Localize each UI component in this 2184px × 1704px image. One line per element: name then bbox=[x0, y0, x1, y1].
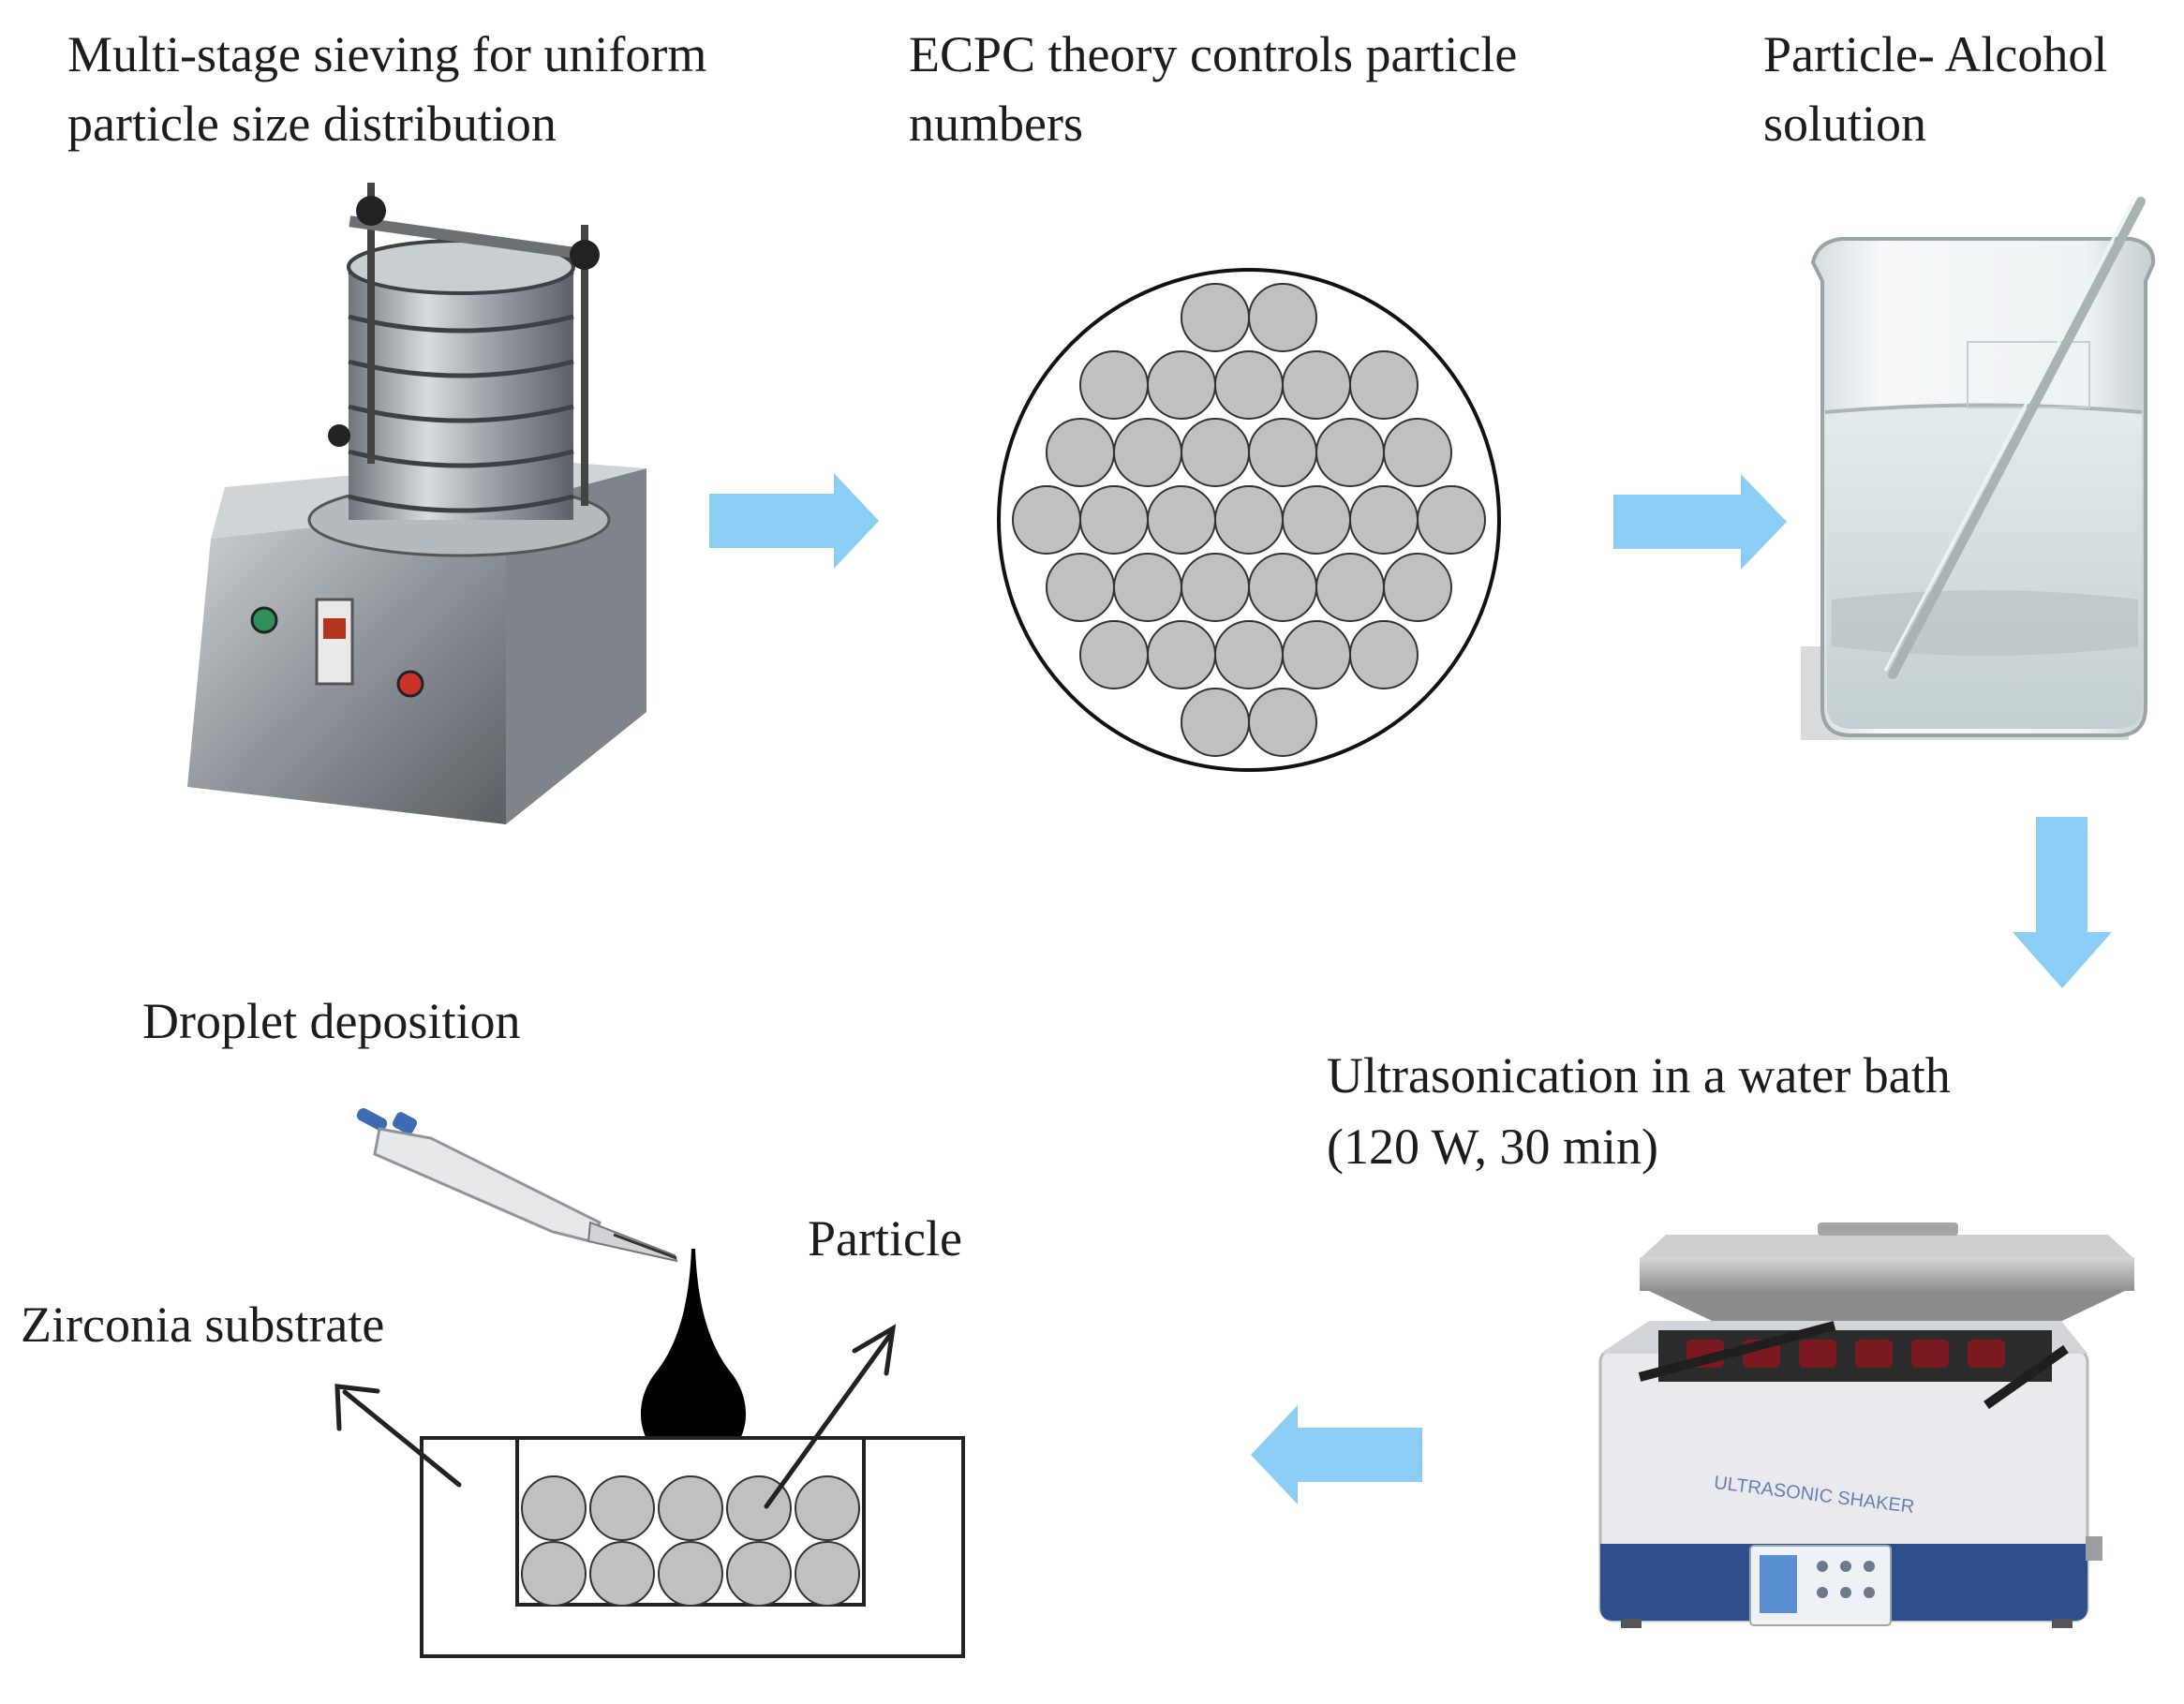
ecpc-caption-line2: numbers bbox=[909, 96, 1083, 152]
ecpc-particle bbox=[1248, 283, 1317, 352]
ecpc-particle bbox=[1046, 418, 1115, 487]
ecpc-particle bbox=[1214, 485, 1284, 555]
ecpc-particle bbox=[1181, 283, 1250, 352]
bath-handle-right bbox=[1983, 1344, 2069, 1410]
ecpc-particle bbox=[1113, 553, 1182, 622]
well-particle bbox=[726, 1541, 792, 1607]
sieving-caption-line2: particle size distribution bbox=[67, 96, 557, 152]
beaker-liquid bbox=[1825, 405, 2142, 729]
well-particle bbox=[589, 1475, 655, 1541]
pipette-needle bbox=[613, 1233, 677, 1260]
ecpc-particle bbox=[1282, 485, 1351, 555]
pipette-button bbox=[392, 1112, 418, 1134]
ecpc-particle bbox=[1181, 688, 1250, 757]
deposition-caption: Droplet deposition bbox=[142, 993, 521, 1049]
particle-label: Particle bbox=[808, 1210, 962, 1267]
glass-rod bbox=[1888, 197, 2146, 679]
zirconia-substrate-label: Zirconia substrate bbox=[21, 1297, 385, 1353]
lid-handle bbox=[1818, 1222, 1958, 1236]
sieve-shaker-device bbox=[187, 183, 646, 824]
bath-handle-left bbox=[1638, 1321, 1836, 1382]
sediment-band bbox=[1832, 590, 2138, 656]
arrow-right-icon-1 bbox=[709, 473, 879, 569]
green-button-icon bbox=[250, 606, 278, 634]
solution-caption-line2: solution bbox=[1763, 96, 1927, 152]
red-button-icon bbox=[396, 670, 424, 698]
well-particle bbox=[658, 1541, 723, 1607]
clamp-rod-right bbox=[581, 225, 588, 506]
shaker-base-side bbox=[506, 468, 646, 824]
substrate-pointer-arrow bbox=[334, 1384, 462, 1488]
well-particles bbox=[521, 1475, 860, 1607]
ecpc-particle bbox=[1012, 485, 1081, 555]
liquid-surface bbox=[1824, 403, 2143, 414]
droplet-icon bbox=[640, 1249, 747, 1467]
well-particle bbox=[521, 1475, 587, 1541]
sieve-stack bbox=[349, 267, 573, 520]
arrow-left-icon bbox=[1251, 1405, 1422, 1504]
ecpc-particle bbox=[1282, 620, 1351, 689]
pipette-body bbox=[373, 1127, 602, 1243]
ecpc-particles bbox=[1012, 283, 1486, 757]
shaker-display-screen bbox=[323, 618, 346, 639]
bath-foot-left bbox=[1621, 1619, 1642, 1628]
control-buttons bbox=[1817, 1561, 1875, 1598]
well-particle bbox=[658, 1475, 723, 1541]
ecpc-particle bbox=[1046, 553, 1115, 622]
clamp-knob-right bbox=[570, 240, 600, 270]
clamp-knob-left bbox=[356, 196, 386, 226]
ultrasonication-caption-line1: Ultrasonication in a water bath bbox=[1327, 1047, 1951, 1104]
ecpc-particle bbox=[1315, 553, 1385, 622]
well-particle bbox=[589, 1541, 655, 1607]
ultrasonication-caption-line2: (120 W, 30 min) bbox=[1327, 1119, 1659, 1175]
ecpc-particle bbox=[1147, 350, 1216, 420]
ecpc-particle bbox=[1417, 485, 1486, 555]
clamp-rod-left bbox=[367, 183, 375, 464]
ecpc-particle bbox=[1113, 418, 1182, 487]
ultrasonic-shaker-device: ULTRASONIC SHAKER bbox=[1598, 1222, 2134, 1628]
ecpc-particle bbox=[1383, 553, 1452, 622]
ecpc-particle bbox=[1349, 350, 1419, 420]
drain-valve bbox=[2086, 1536, 2102, 1561]
ecpc-particle bbox=[1181, 418, 1250, 487]
glass-rod-highlight bbox=[1883, 203, 2133, 672]
ecpc-particle bbox=[1248, 553, 1317, 622]
control-screen bbox=[1760, 1555, 1797, 1613]
ecpc-particle bbox=[1315, 418, 1385, 487]
ecpc-particle bbox=[1383, 418, 1452, 487]
sieving-caption-line1: Multi-stage sieving for uniform bbox=[67, 26, 707, 82]
ecpc-particle bbox=[1349, 620, 1419, 689]
ecpc-particle bbox=[1079, 485, 1149, 555]
bath-foot-right bbox=[2052, 1619, 2073, 1628]
shaker-lid-top bbox=[1642, 1235, 2132, 1257]
ecpc-particle bbox=[1282, 350, 1351, 420]
lid-front-edge bbox=[1649, 1291, 2125, 1330]
ecpc-caption-line1: ECPC theory controls particle bbox=[909, 26, 1518, 82]
pipette-plunger bbox=[356, 1107, 388, 1132]
ecpc-particle bbox=[1248, 418, 1317, 487]
well-particle bbox=[795, 1541, 860, 1607]
pipette bbox=[356, 1107, 678, 1263]
well-particle bbox=[521, 1541, 587, 1607]
ecpc-particle bbox=[1349, 485, 1419, 555]
ecpc-particle bbox=[1079, 350, 1149, 420]
ecpc-particle bbox=[1147, 620, 1216, 689]
solution-caption-line1: Particle- Alcohol bbox=[1763, 26, 2108, 82]
shaker-display bbox=[315, 598, 354, 686]
arrow-right-icon-2 bbox=[1613, 474, 1787, 570]
ecpc-particle bbox=[1248, 688, 1317, 757]
clamp-knob-side bbox=[328, 424, 350, 447]
well-particle bbox=[795, 1475, 860, 1541]
ecpc-particle bbox=[1181, 553, 1250, 622]
arrow-down-icon bbox=[2013, 817, 2112, 988]
clamp-bar bbox=[349, 215, 592, 261]
particle-pointer-arrow bbox=[764, 1324, 897, 1509]
ecpc-particle bbox=[1214, 350, 1284, 420]
ecpc-particle bbox=[1079, 620, 1149, 689]
ecpc-particle bbox=[1214, 620, 1284, 689]
shaker-lid bbox=[1640, 1257, 2134, 1291]
beaker-solution bbox=[1801, 197, 2156, 740]
ecpc-particle bbox=[1147, 485, 1216, 555]
